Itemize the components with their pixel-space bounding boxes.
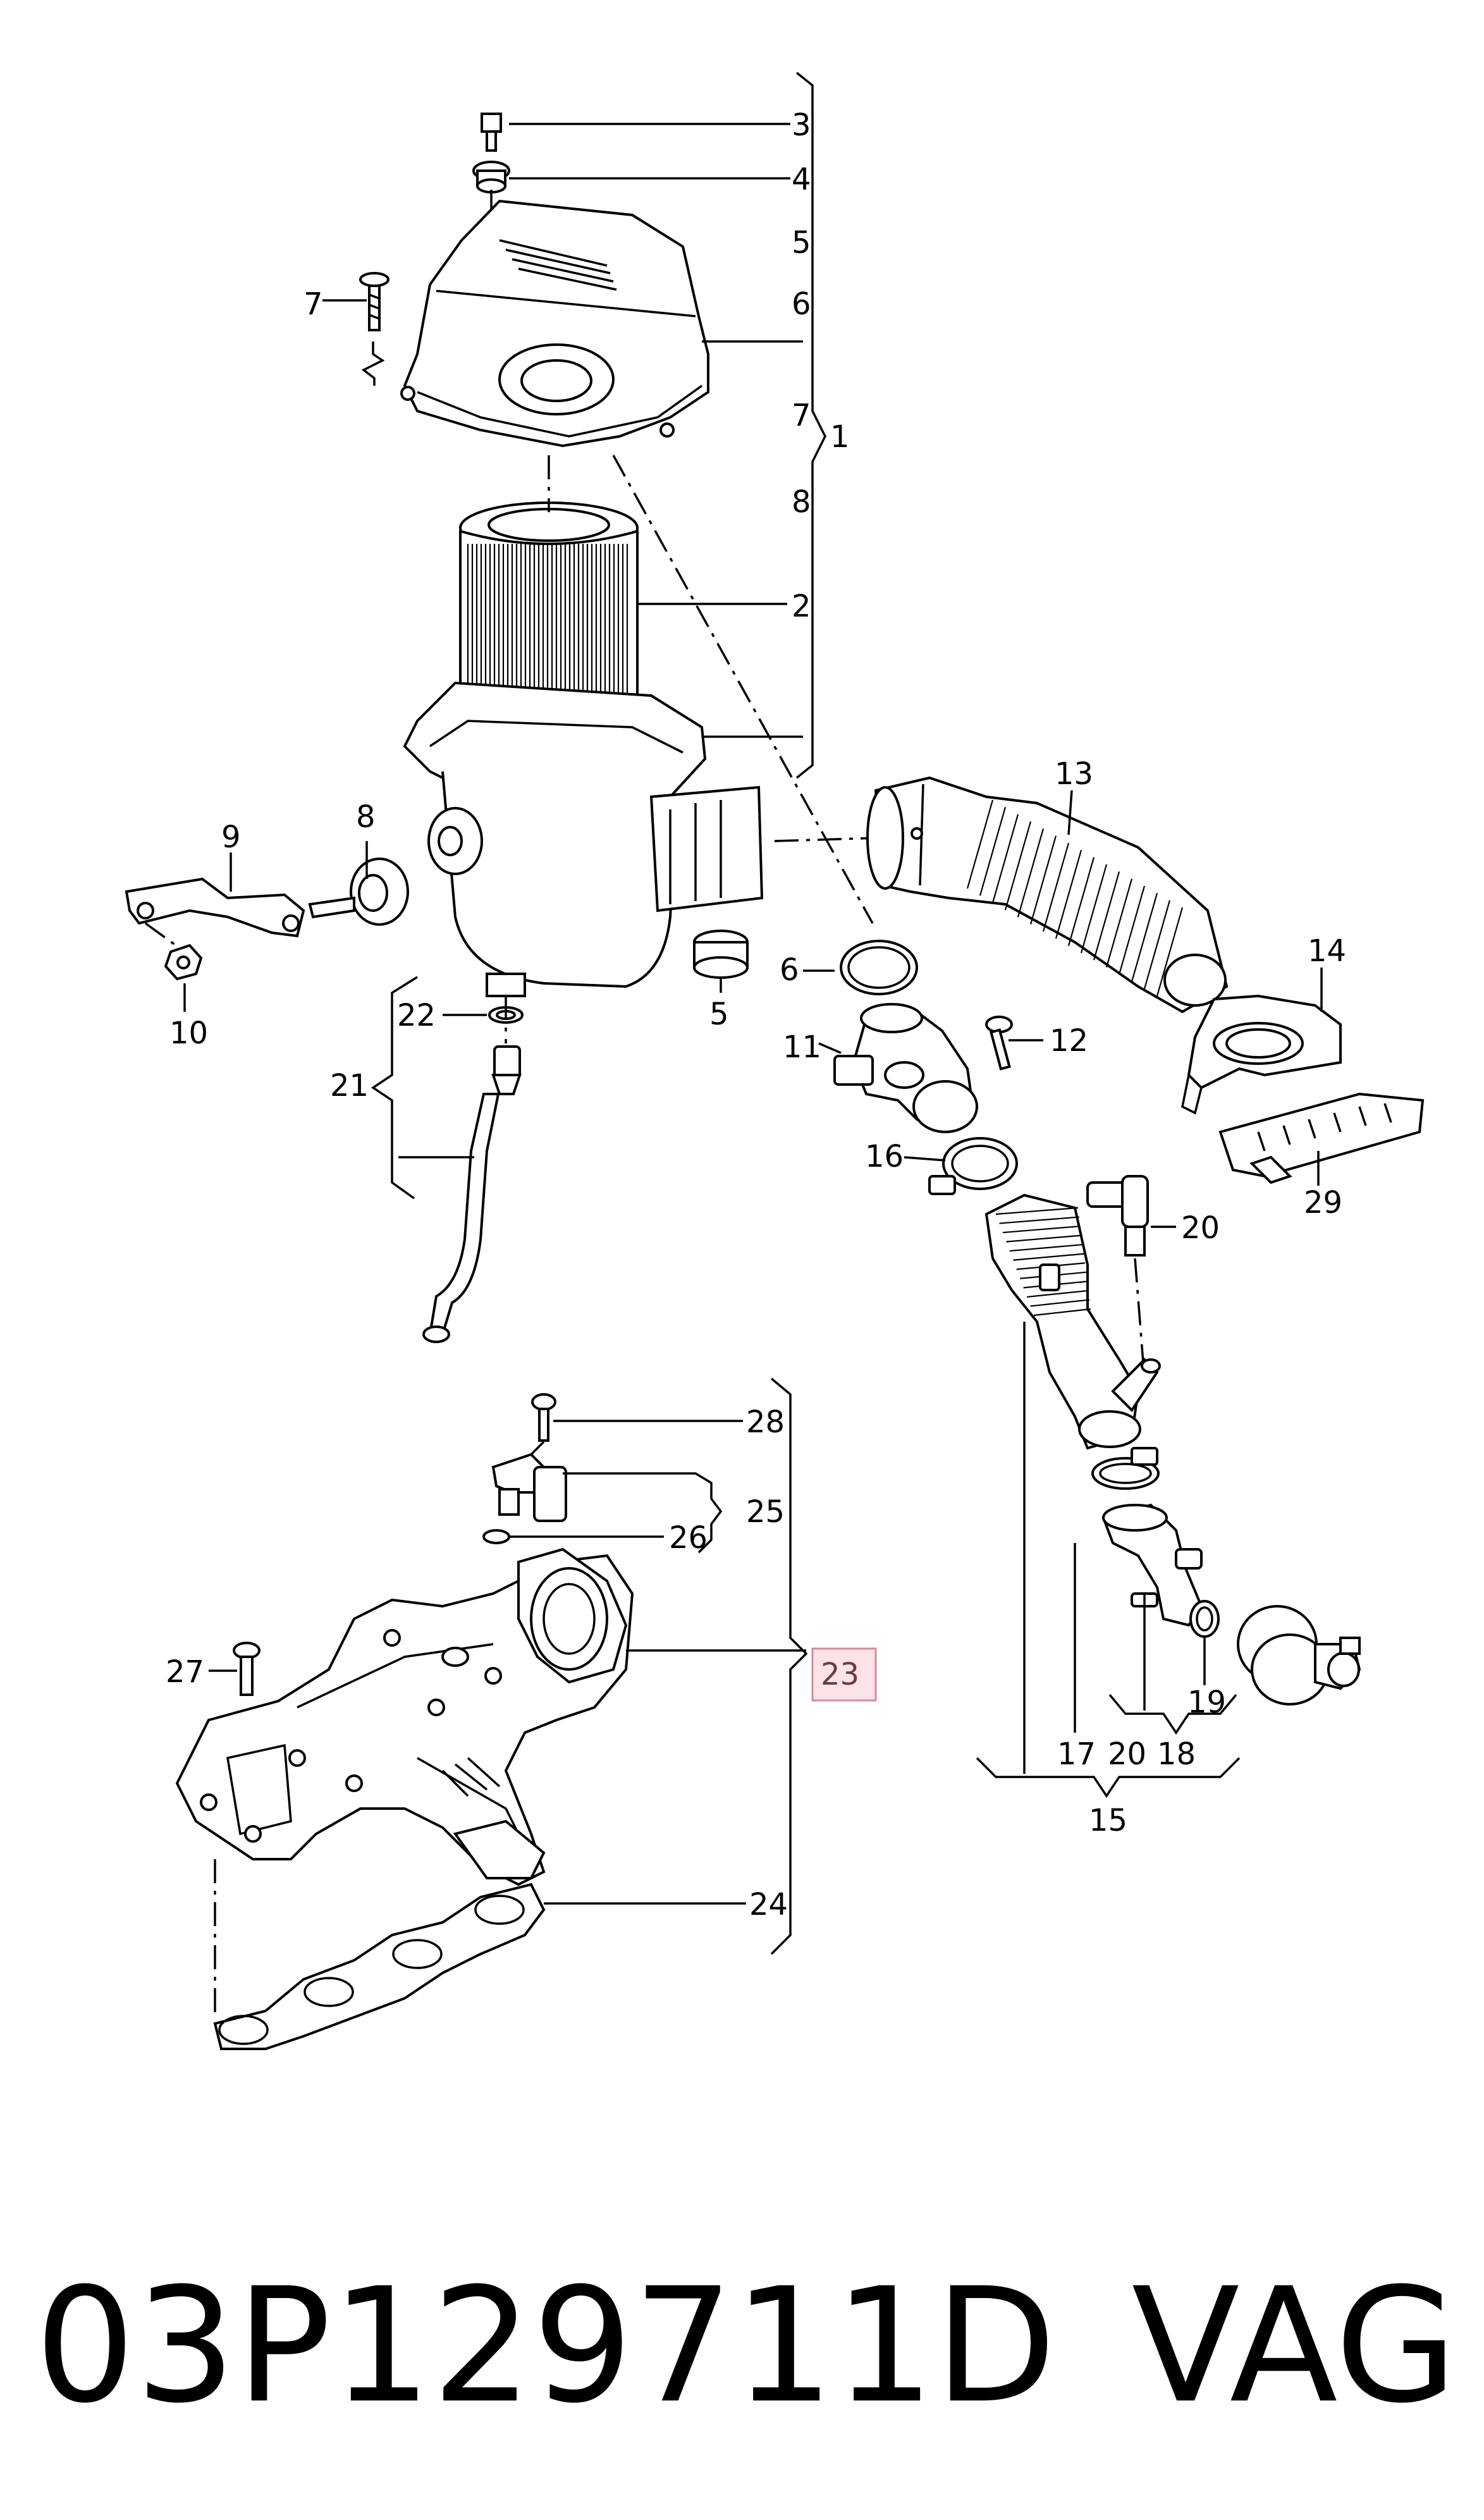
hatch-line <box>1156 907 1184 997</box>
hatch-line <box>1026 1289 1089 1298</box>
callout-22[interactable]: 22 <box>397 998 436 1033</box>
callout-25[interactable]: 25 <box>746 1494 785 1530</box>
screw-part-12[interactable] <box>985 1016 1013 1071</box>
pipe-part-18[interactable] <box>1101 1503 1203 1627</box>
hatch-line <box>1006 1234 1082 1243</box>
callout-23[interactable]: 23 <box>821 1657 859 1692</box>
callout-4[interactable]: 4 <box>792 162 811 197</box>
callout-3[interactable]: 3 <box>792 108 811 143</box>
bolt-part-28[interactable] <box>531 1393 556 1442</box>
callout-5[interactable]: 5 <box>792 225 811 261</box>
brand-label: VAG <box>1131 2254 1457 2438</box>
callout-2[interactable]: 2 <box>792 589 811 624</box>
hatch-line <box>991 814 1019 903</box>
hatch-line <box>1067 857 1095 946</box>
callout-1[interactable]: 1 <box>830 419 850 455</box>
hatch-line <box>1029 835 1057 925</box>
callout-17[interactable]: 17 <box>1057 1736 1096 1772</box>
callout-14[interactable]: 14 <box>1308 933 1346 969</box>
o-ring-part-26[interactable] <box>482 1529 510 1544</box>
air-filter-cover-part-6[interactable] <box>400 199 709 448</box>
callout-8[interactable]: 8 <box>792 484 811 520</box>
callout-10[interactable]: 10 <box>169 1016 208 1051</box>
hatch-line <box>1055 850 1082 939</box>
o-ring-part-6[interactable] <box>840 940 918 995</box>
filter-element-part-2[interactable] <box>459 501 639 724</box>
hatch-line <box>1013 1253 1084 1261</box>
callout-18[interactable]: 18 <box>1157 1736 1196 1772</box>
hatch-line <box>995 1207 1079 1215</box>
bolt-part-3[interactable] <box>481 113 502 152</box>
hatch-line <box>1033 1308 1091 1317</box>
hatch-line <box>1004 821 1032 911</box>
hatch-line <box>1143 900 1171 989</box>
callout-19[interactable]: 19 <box>1187 1685 1226 1720</box>
adapter-part-14[interactable] <box>1181 994 1342 1115</box>
callout-26[interactable]: 26 <box>669 1520 708 1556</box>
hatch-line <box>1009 1244 1083 1252</box>
hose-branch <box>1111 1358 1161 1413</box>
hatch-line <box>1080 864 1108 954</box>
callout-12[interactable]: 12 <box>1050 1023 1088 1059</box>
hatch-line <box>1105 878 1133 968</box>
nut-part-10[interactable] <box>164 943 203 981</box>
callout-24[interactable]: 24 <box>749 1887 788 1922</box>
callout-28[interactable]: 28 <box>746 1404 785 1440</box>
hose-clamp-part-16[interactable] <box>928 1137 1018 1195</box>
callout-7[interactable]: 7 <box>792 398 811 433</box>
hatch-line <box>1030 1299 1090 1307</box>
callout-27[interactable]: 27 <box>166 1654 204 1690</box>
callout-6[interactable]: 6 <box>792 286 811 322</box>
hatch-line <box>1093 871 1120 961</box>
callout-21[interactable]: 21 <box>330 1068 369 1103</box>
sensor-part-25[interactable] <box>491 1453 567 1522</box>
callout-5-grommet[interactable]: 5 <box>709 997 729 1032</box>
grommet-part-4[interactable] <box>472 161 510 194</box>
callout-9[interactable]: 9 <box>221 820 241 855</box>
callout-13[interactable]: 13 <box>1055 756 1093 792</box>
leader-lines <box>183 71 1323 1955</box>
hatch-line <box>1131 893 1158 982</box>
air-filter-housing-bottom[interactable] <box>403 681 764 997</box>
intake-hose-part-13[interactable] <box>866 776 1229 1014</box>
hatch-line <box>979 807 1007 896</box>
hatch-line <box>999 1216 1079 1224</box>
grommet-part-5[interactable] <box>693 930 749 979</box>
charge-air-hose-part-15[interactable] <box>984 1193 1141 1450</box>
callout-29[interactable]: 29 <box>1304 1185 1342 1220</box>
drain-hose-part-21[interactable] <box>422 1045 522 1343</box>
callout-8-damper[interactable]: 8 <box>356 799 376 835</box>
bracket-part-9[interactable] <box>125 877 305 938</box>
callout-16[interactable]: 16 <box>865 1139 904 1174</box>
hatch-line <box>1042 842 1070 932</box>
screw-part-7[interactable] <box>359 272 389 331</box>
callout-20-sensor[interactable]: 20 <box>1181 1210 1220 1246</box>
callout-7-screw[interactable]: 7 <box>304 286 323 322</box>
hatch-line <box>966 799 994 889</box>
callout-15[interactable]: 15 <box>1089 1803 1127 1838</box>
gasket-part-24[interactable] <box>213 1883 546 2050</box>
hose-clamp-part-17[interactable] <box>1091 1447 1160 1490</box>
part-number: 03P129711D <box>35 2254 1057 2438</box>
mount-damper-part-8[interactable] <box>308 857 409 926</box>
air-mass-meter-part-11[interactable] <box>833 1003 978 1134</box>
intake-manifold-part-23[interactable] <box>175 1547 634 1886</box>
hatch-line <box>1118 885 1146 975</box>
bracket-part-29[interactable] <box>1218 1092 1425 1184</box>
callout-6-oring[interactable]: 6 <box>780 952 799 988</box>
hatch-line <box>1017 828 1045 918</box>
valve-part-18-assembly[interactable] <box>1237 1605 1361 1706</box>
hatch-line <box>1002 1225 1081 1234</box>
sensor-part-20[interactable] <box>1086 1175 1149 1257</box>
callout-20-pipe[interactable]: 20 <box>1108 1736 1146 1772</box>
callout-11[interactable]: 11 <box>783 1030 821 1065</box>
bolt-part-27[interactable] <box>233 1642 261 1696</box>
footer: 03P129711D VAG <box>35 2251 1457 2441</box>
highlight-box-23 <box>811 1647 877 1702</box>
o-ring-part-19[interactable] <box>1189 1600 1220 1638</box>
mount-damper-on-housing <box>427 807 483 875</box>
